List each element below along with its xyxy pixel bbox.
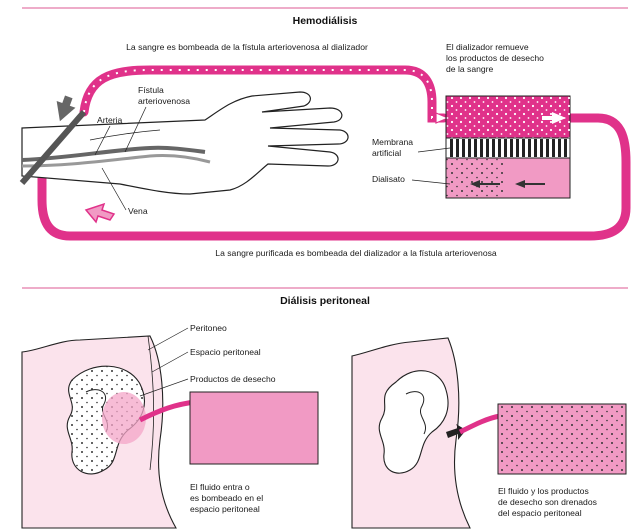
arm-crease	[89, 129, 161, 141]
dialisato-leader	[411, 179, 451, 185]
dialysate-flow-arrow-1-icon	[470, 180, 500, 188]
membrana-leader	[417, 147, 451, 153]
hemodialysis-title: Hemodiálisis	[293, 15, 358, 27]
label-arteria: Arteria	[97, 115, 123, 125]
arterial-tube	[79, 65, 449, 123]
label-peritoneo: Peritoneo	[190, 323, 227, 333]
dialyzer-note-line-1: El dializador remueve	[446, 42, 529, 52]
catheter-right	[458, 413, 501, 435]
outflow-arrow-icon	[56, 95, 76, 122]
peritoneo-leader	[147, 327, 189, 351]
dialyzer-outlet-arrow-icon	[542, 112, 566, 124]
productos-leader	[139, 378, 189, 397]
arteria-leader	[94, 125, 111, 156]
vein-vessel	[21, 154, 211, 168]
intestine-fold-right	[405, 391, 426, 435]
fluid-in-peritoneal-space	[102, 392, 146, 444]
label-membrana-line-1: Membrana	[372, 137, 413, 147]
dialysate-flow-arrow-2-icon	[515, 180, 545, 188]
arm-outline	[21, 91, 349, 195]
fistula-leader	[124, 106, 147, 153]
label-espacio: Espacio peritoneal	[190, 347, 261, 357]
drain-bag-waste-dots	[498, 404, 626, 474]
inflow-arrow-icon	[84, 202, 116, 224]
forearm-illustration	[21, 91, 349, 195]
peritoneal-title: Diálisis peritoneal	[280, 295, 370, 307]
label-fistula-line-1: Fístula	[138, 85, 164, 95]
label-dialisato: Dialisato	[372, 174, 405, 184]
espacio-leader	[151, 351, 189, 373]
caption-left: El fluido entra o es bombeado en el espa…	[190, 482, 263, 514]
bottom-caption: La sangre purificada es bombeada del dia…	[215, 248, 497, 258]
caption-right-line-1: El fluido y los productos	[498, 486, 589, 496]
peritoneum-wall	[147, 335, 155, 471]
dialyzer	[445, 95, 571, 199]
caption-right-line-2: de desecho son drenados	[498, 497, 597, 507]
drain-arrow-icon	[446, 424, 466, 440]
vena-leader	[101, 167, 127, 211]
artery-vessel	[21, 145, 206, 162]
label-vena: Vena	[128, 206, 148, 216]
dialyzer-inlet-arrow-icon	[435, 112, 450, 124]
dialyzer-note-line-3: de la sangre	[446, 64, 494, 74]
caption-right: El fluido y los productos de desecho son…	[498, 486, 597, 518]
caption-left-line-3: espacio peritoneal	[190, 504, 260, 514]
dialyzer-note-line-2: los productos de desecho	[446, 53, 544, 63]
caption-left-line-1: El fluido entra o	[190, 482, 250, 492]
dialysate-bag-full	[189, 391, 319, 465]
label-productos: Productos de desecho	[190, 374, 276, 384]
top-caption: La sangre es bombeada de la fístula arte…	[126, 42, 368, 52]
access-needle	[19, 110, 87, 185]
label-fistula-line-2: arteriovenosa	[138, 96, 190, 106]
abdomen-fill-illustration	[21, 335, 177, 529]
label-membrana-line-2: artificial	[372, 148, 401, 158]
caption-right-line-3: del espacio peritoneal	[498, 508, 582, 518]
dialyzer-note: El dializador remueve los productos de d…	[446, 42, 544, 74]
caption-left-line-2: es bombeado en el	[190, 493, 263, 503]
artificial-membrane	[447, 139, 569, 157]
dialysate-waste-particles	[446, 158, 506, 198]
abdomen-drain-illustration	[351, 337, 471, 529]
venous-tube	[37, 113, 631, 241]
intestine-loops-right	[378, 370, 449, 474]
